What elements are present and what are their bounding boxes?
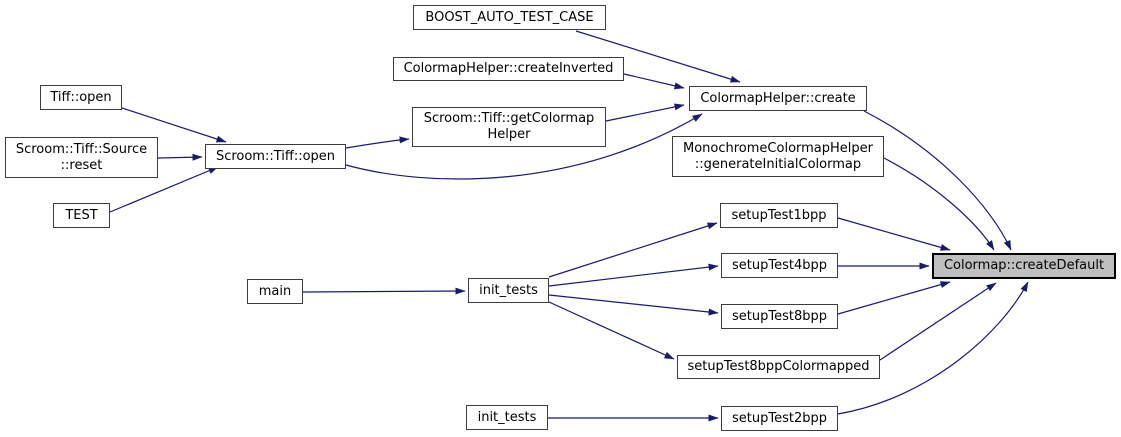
edge-monochromecolormaphelper-generateinitialcolormap-to-colormap-createdefault (883, 157, 995, 251)
node-init-tests-2[interactable]: init_tests (466, 405, 548, 430)
node-setuptest8bpp[interactable]: setupTest8bpp (721, 304, 838, 329)
edge-setuptest8bppcolormapped-to-colormap-createdefault (879, 282, 997, 361)
edge-setuptest8bpp-to-colormap-createdefault (837, 281, 951, 315)
edge-init-tests-to-setuptest8bpp (548, 294, 719, 316)
node-scroom-tiff-open[interactable]: Scroom::Tiff::open (205, 144, 346, 169)
edge-scroom-tiff-open-to-scroom-tiff-getcolormaphelper (345, 136, 410, 149)
node-monochromecolormaphelper-generateinitialcolormap[interactable]: MonochromeColormapHelper ::generateIniti… (672, 136, 884, 177)
edge-colormaphelper-create-to-colormap-createdefault (863, 110, 1012, 251)
node-tiff-open[interactable]: Tiff::open (40, 85, 122, 110)
edge-scroom-tiff-open-to-colormaphelper-create (345, 113, 703, 180)
node-scroom-tiff-getcolormaphelper[interactable]: Scroom::Tiff::getColormap Helper (412, 107, 606, 147)
node-colormaphelper-createinverted[interactable]: ColormapHelper::createInverted (393, 57, 624, 81)
node-setuptest2bpp[interactable]: setupTest2bpp (721, 406, 838, 431)
node-init-tests[interactable]: init_tests (468, 278, 549, 303)
edge-scroom-tiff-source-reset-to-scroom-tiff-open (157, 153, 203, 161)
node-setuptest4bpp[interactable]: setupTest4bpp (721, 253, 838, 278)
node-setuptest1bpp[interactable]: setupTest1bpp (720, 203, 838, 228)
node-colormap-createdefault[interactable]: Colormap::createDefault (932, 253, 1116, 279)
edge-setuptest2bpp-to-colormap-createdefault (837, 281, 1029, 415)
edge-init-tests-to-setuptest1bpp (548, 222, 718, 278)
edge-scroom-tiff-getcolormaphelper-to-colormaphelper-create (605, 103, 685, 122)
edge-boost-auto-test-case-to-colormaphelper-create (575, 30, 741, 83)
node-colormaphelper-create[interactable]: ColormapHelper::create (689, 86, 867, 111)
edge-init-tests-to-setuptest8bppcolormapped (548, 301, 675, 360)
node-setuptest8bppcolormapped[interactable]: setupTest8bppColormapped (677, 355, 880, 379)
node-scroom-tiff-source-reset[interactable]: Scroom::Tiff::Source ::reset (5, 137, 158, 178)
node-test[interactable]: TEST (53, 203, 110, 228)
node-boost-auto-test-case[interactable]: BOOST_AUTO_TEST_CASE (413, 5, 606, 30)
edge-test-to-scroom-tiff-open (109, 166, 219, 213)
edge-main-to-init-tests (302, 287, 466, 295)
edge-tiff-open-to-scroom-tiff-open (121, 107, 227, 143)
edge-setuptest1bpp-to-colormap-createdefault (837, 217, 951, 251)
edge-init-tests-to-setuptest4bpp (548, 263, 719, 287)
edge-colormaphelper-createinverted-to-colormaphelper-create (623, 73, 685, 90)
node-main[interactable]: main (247, 279, 303, 304)
